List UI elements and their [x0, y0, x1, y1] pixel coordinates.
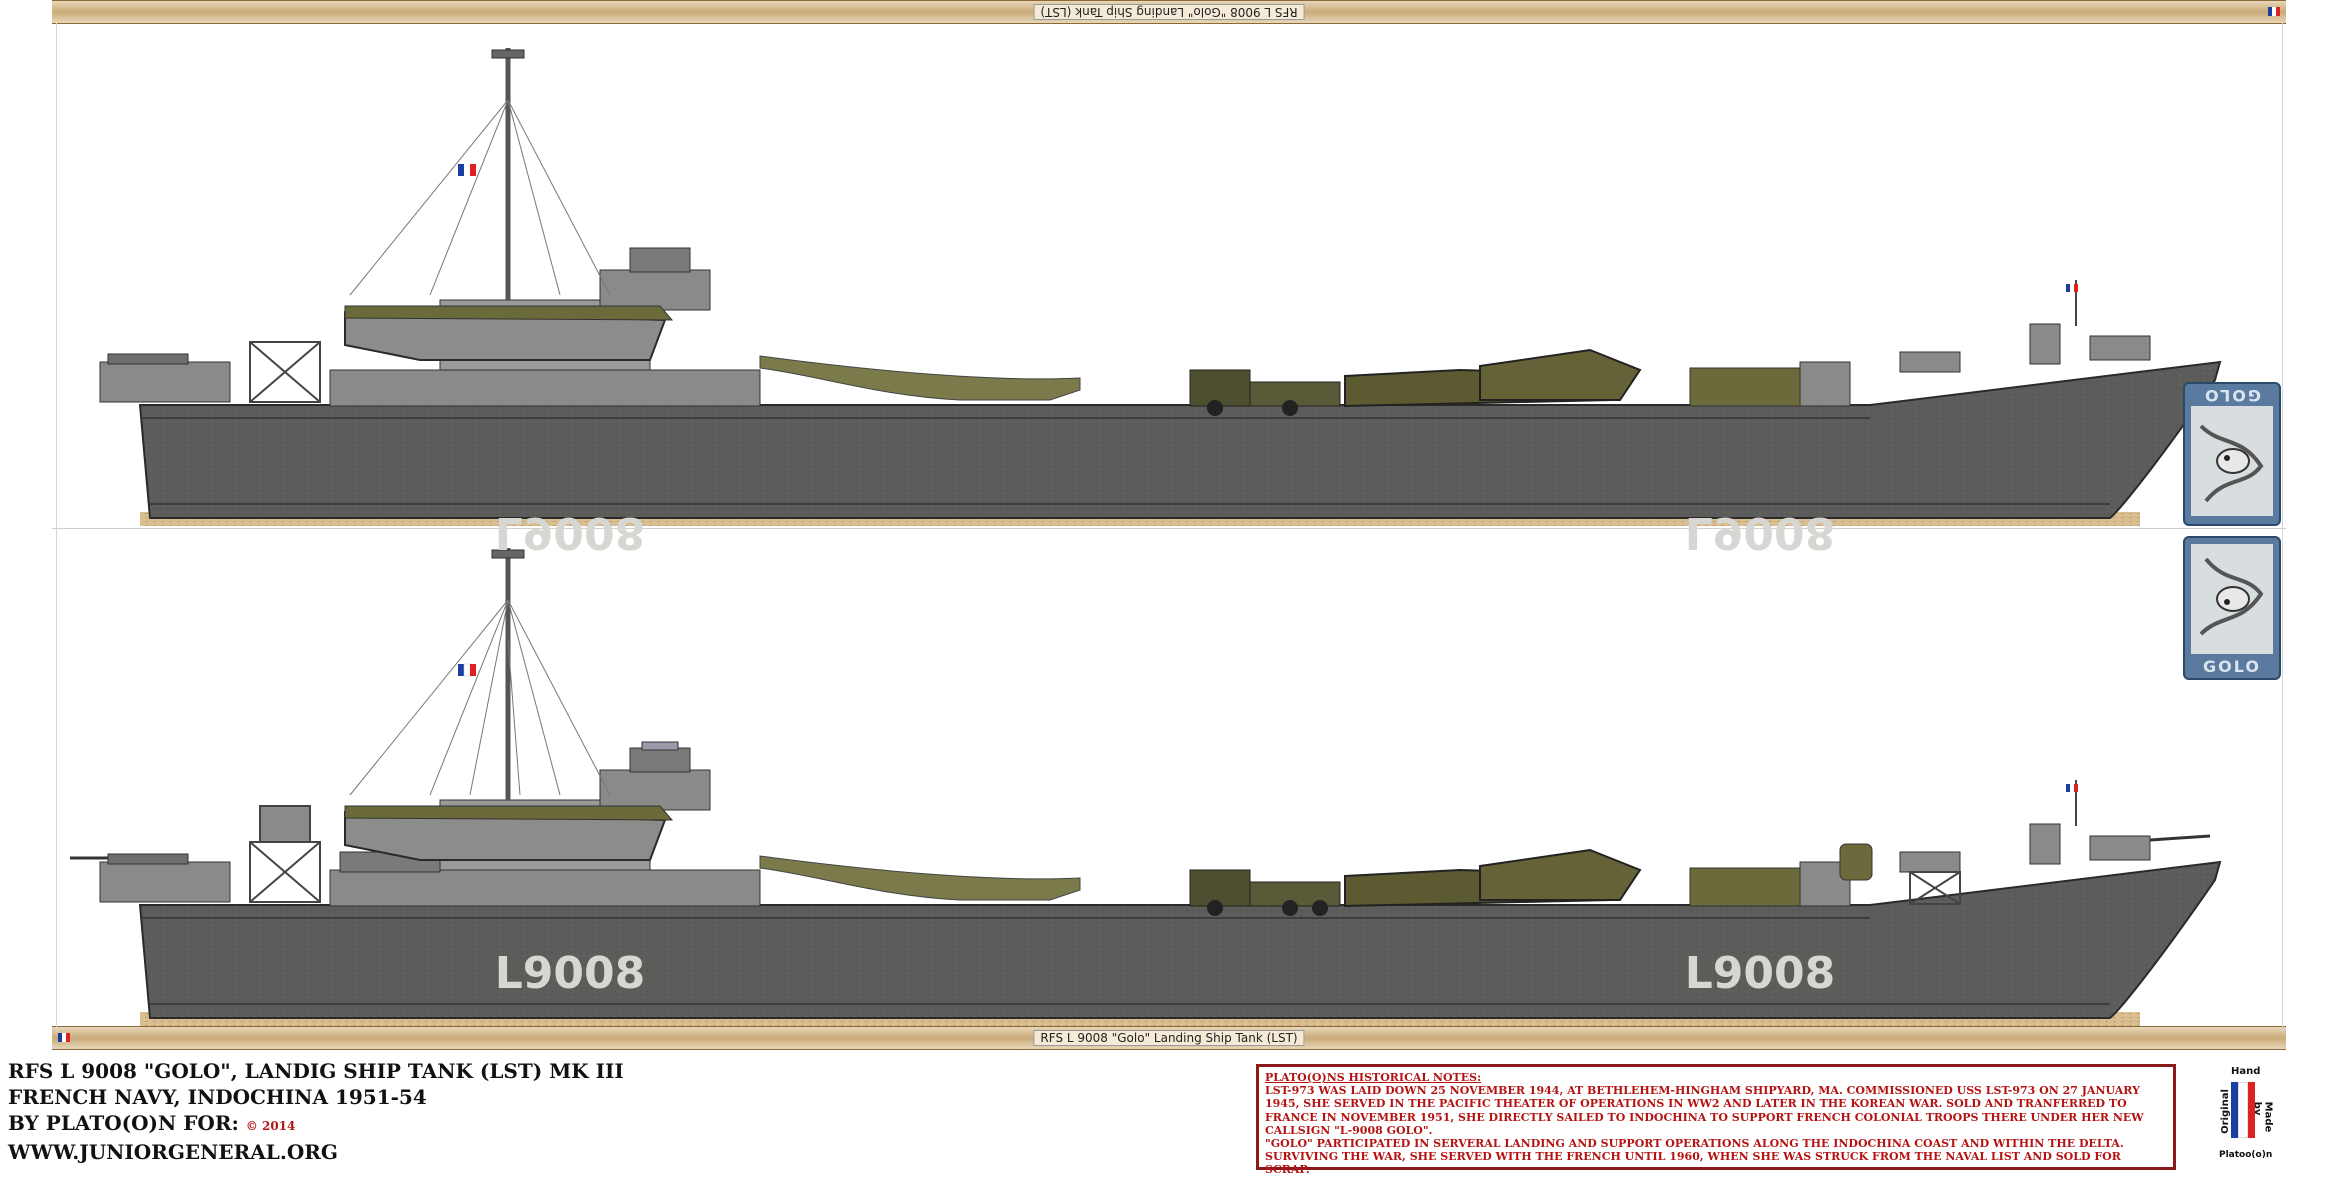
- insignia-artwork: [2191, 544, 2273, 654]
- boat-tarp: [344, 805, 674, 821]
- hull-number-stern: L9008: [495, 948, 646, 999]
- ship-side-view-mirrored: L9008 L9008: [99, 48, 2222, 558]
- notes-heading: PLATO(O)NS HISTORICAL NOTES:: [1265, 1071, 1482, 1084]
- deck-awning: [759, 855, 1081, 901]
- hull-number-stern-mirrored: L9008: [495, 507, 646, 558]
- french-flag-icon: [2066, 780, 2078, 826]
- insignia-artwork: [2191, 406, 2273, 516]
- ship-drawings: L9008 L9008: [70, 48, 2222, 1026]
- bridge: [629, 747, 691, 773]
- hull-number-bow-mirrored: L9008: [1685, 507, 1836, 558]
- french-flag-icon: [58, 1033, 70, 1042]
- bow-gun-tub: [1899, 851, 1961, 873]
- author-credit: BY PLATO(O)N FOR:: [8, 1111, 239, 1135]
- french-flag-icon: [458, 663, 476, 677]
- insignia-word: GOLO: [2203, 386, 2261, 405]
- stern-gun-tub: [99, 861, 231, 903]
- amphibious-vehicle: [1479, 848, 1642, 901]
- historical-notes-box: PLATO(O)NS HISTORICAL NOTES: LST-973 WAS…: [1256, 1064, 2176, 1176]
- french-flag-icon: [2231, 1082, 2255, 1138]
- badge-top-text: Hand: [2231, 1066, 2261, 1077]
- ship-insignia-card: GOLO: [2183, 536, 2281, 680]
- title-line-1: RFS L 9008 "GOLO", LANDIG SHIP TANK (LST…: [8, 1059, 624, 1083]
- badge-bottom-text: Platoo(o)n: [2219, 1150, 2273, 1160]
- ship-insignia-card: GOLO: [2183, 382, 2281, 526]
- title-line-2: FRENCH NAVY, INDOCHINA 1951-54: [8, 1085, 427, 1109]
- frame-line: [56, 22, 57, 1032]
- deck-tent: [1689, 867, 1801, 907]
- superstructure: [329, 869, 761, 907]
- bottom-caption-strip: RFS L 9008 "Golo" Landing Ship Tank (LST…: [52, 1026, 2286, 1050]
- top-caption-strip: RFS L 9008 "Golo" Landing Ship Tank (LST…: [52, 0, 2286, 24]
- sheet-divider: [52, 528, 2286, 529]
- title-line-3: BY PLATO(O)N FOR: © 2014: [8, 1110, 624, 1139]
- artwork-sheet: RFS L 9008 "Golo" Landing Ship Tank (LST…: [52, 0, 2286, 1050]
- truck-vehicle: [1189, 869, 1251, 907]
- ship-side-view: L9008 L9008: [70, 548, 2222, 1026]
- handmade-badge: Hand Original Made by Platoo(o)n: [2213, 1066, 2273, 1166]
- badge-left-text: Original: [2219, 1089, 2231, 1134]
- website-link[interactable]: WWW.JUNIORGENERAL.ORG: [8, 1140, 338, 1164]
- insignia-word: GOLO: [2203, 657, 2261, 676]
- hull-number-bow: L9008: [1685, 948, 1836, 999]
- french-flag-icon: [2268, 7, 2280, 16]
- title-block: RFS L 9008 "GOLO", LANDIG SHIP TANK (LST…: [8, 1058, 624, 1165]
- notes-paragraph: SURVIVING THE WAR, SHE SERVED WITH THE F…: [1265, 1150, 2121, 1177]
- copyright: © 2014: [245, 1119, 296, 1133]
- hull: [138, 860, 2222, 1019]
- notes-paragraph: "GOLO" PARTICIPATED IN SERVERAL LANDING …: [1265, 1137, 2124, 1151]
- hull: [138, 360, 2222, 519]
- frame-line: [2282, 22, 2283, 1032]
- bottom-strip-label: RFS L 9008 "Golo" Landing Ship Tank (LST…: [1033, 1030, 1305, 1046]
- notes-paragraph: LST-973 WAS LAID DOWN 25 NOVEMBER 1944, …: [1265, 1084, 2144, 1137]
